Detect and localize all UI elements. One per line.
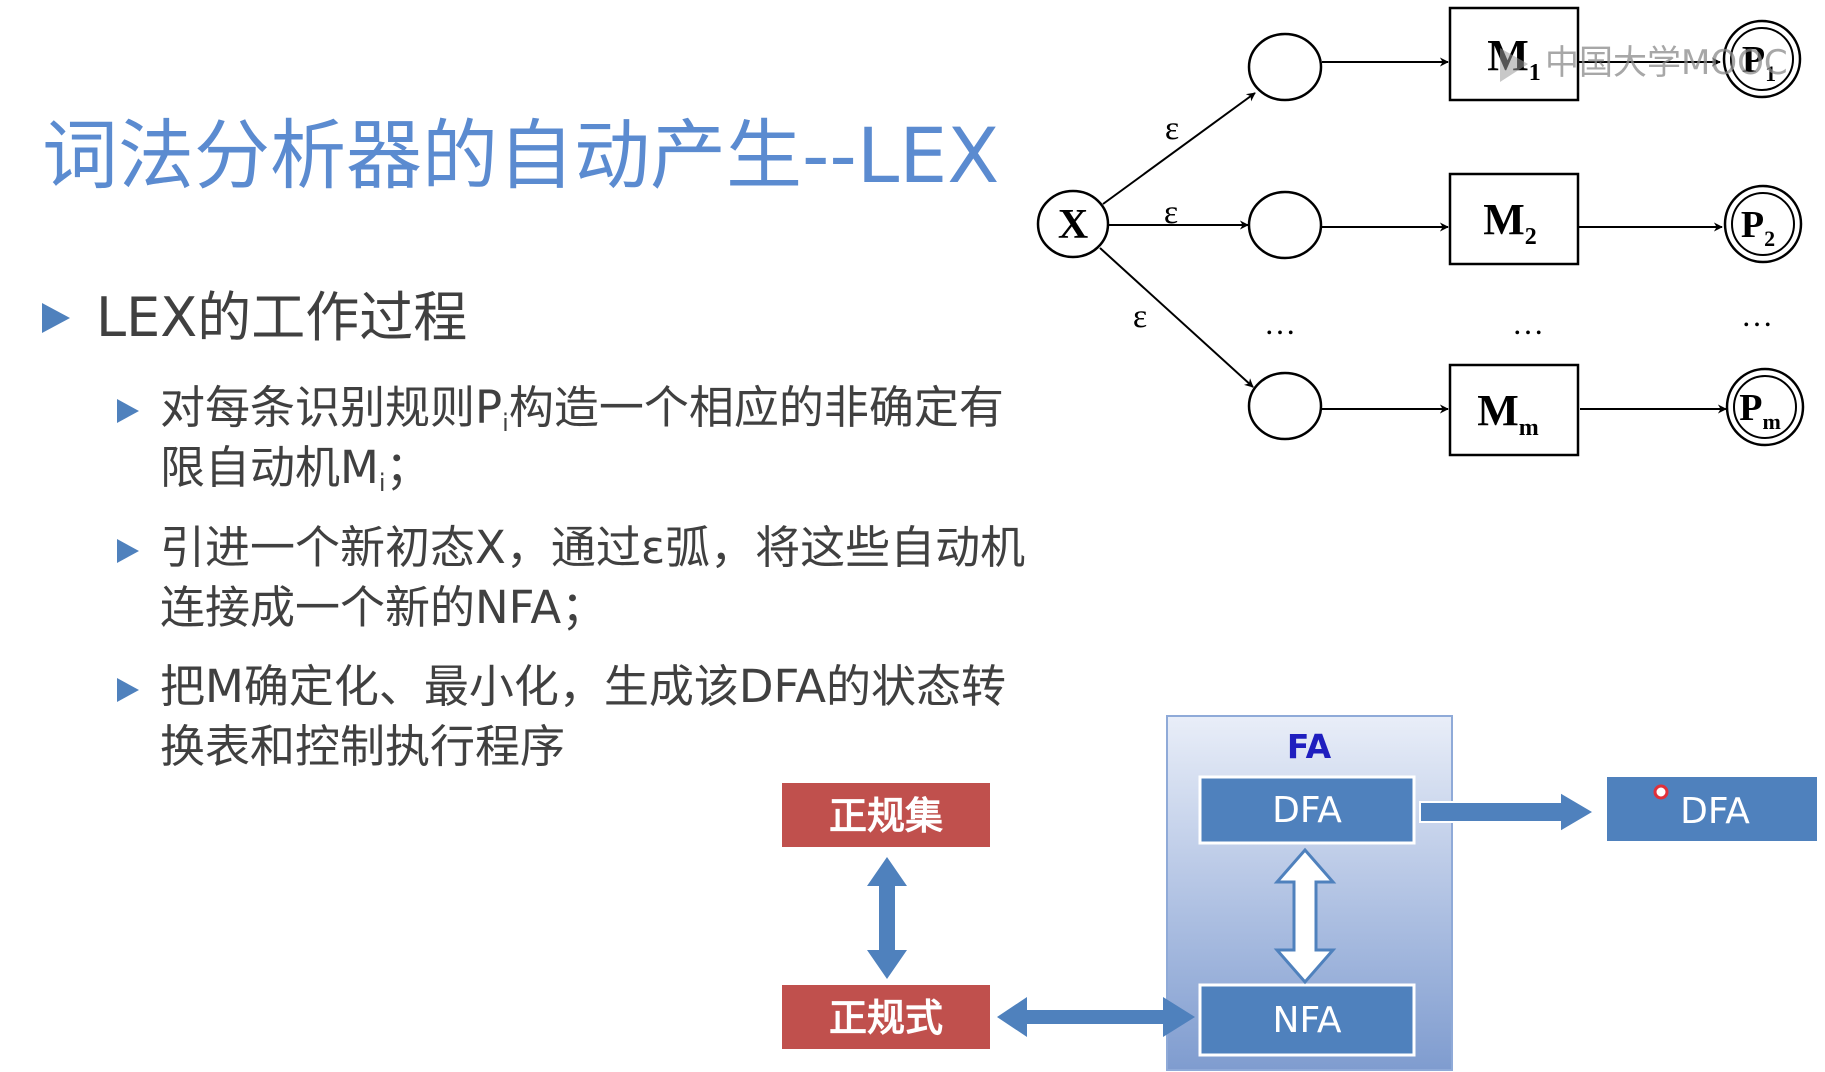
entry-state-m <box>1247 371 1323 441</box>
sub-bullet-2: 引进一个新初态X，通过ε弧，将这些自动机 连接成一个新的NFA； <box>160 518 1090 638</box>
regular-set-box <box>782 783 990 847</box>
sub-bullet-1-text: 限自动机M <box>160 441 379 494</box>
play-icon <box>1500 48 1528 82</box>
sub-bullet-2-line1: 引进一个新初态X，通过ε弧，将这些自动机 <box>160 521 1026 574</box>
dfa-label: DFA <box>1272 790 1342 831</box>
entry-state-2 <box>1247 190 1323 260</box>
dfa-box <box>1198 775 1416 845</box>
set-expr-double-arrow <box>867 857 907 979</box>
regular-expr-box <box>782 985 990 1049</box>
regular-expr-label: 正规式 <box>829 996 943 1040</box>
machine-m2-label: M2 <box>1483 195 1537 250</box>
sub-bullet-marker-icon <box>117 399 139 423</box>
sub-bullet-1-text: ； <box>385 441 431 494</box>
nfa-box <box>1198 983 1416 1057</box>
ellipsis: … <box>1741 297 1773 333</box>
min-dfa-label: DFA <box>1680 791 1750 832</box>
accept-state-p2-inner <box>1731 192 1795 256</box>
nfa-construction-diagram: X ε ε ε M1 P1 M2 P2 <box>1036 6 1805 457</box>
min-dfa-box <box>1607 777 1817 841</box>
ellipsis: … <box>1512 305 1544 341</box>
epsilon-label: ε <box>1165 110 1179 147</box>
accept-state-pm-label: Pm <box>1739 387 1781 434</box>
epsilon-label: ε <box>1133 298 1147 335</box>
slide-title: 词法分析器的自动产生--LEX <box>42 111 1000 200</box>
dfa-to-min-dfa-arrow <box>1419 790 1596 834</box>
epsilon-edge-m <box>1099 247 1254 388</box>
accept-state-p2-label: P2 <box>1741 204 1775 251</box>
bullet-level1-text: LEX的工作过程 <box>96 286 468 349</box>
dfa-nfa-double-arrow <box>1273 847 1337 985</box>
start-state-label: X <box>1058 202 1088 248</box>
sub-bullet-3-line2: 换表和控制执行程序 <box>160 720 566 773</box>
epsilon-edge-1 <box>1102 92 1256 205</box>
subscript-i: i <box>378 469 386 497</box>
epsilon-label: ε <box>1164 194 1178 231</box>
machine-mm <box>1448 363 1580 457</box>
accept-state-pm <box>1725 367 1805 447</box>
machine-m2 <box>1448 172 1580 266</box>
accept-state-pm-inner <box>1733 375 1797 439</box>
bullet-marker-icon <box>42 303 70 333</box>
sub-bullet-1-text: 对每条识别规则P <box>160 381 503 434</box>
entry-state-1 <box>1247 32 1323 102</box>
sub-bullet-3-line1: 把M确定化、最小化，生成该DFA的状态转 <box>160 660 1007 713</box>
machine-m1 <box>1448 6 1580 102</box>
ellipsis: … <box>1264 305 1296 341</box>
sub-bullet-3: 把M确定化、最小化，生成该DFA的状态转 换表和控制执行程序 <box>160 657 1090 777</box>
watermark: 中国大学MOOC <box>1500 43 1788 83</box>
fa-label: FA <box>1287 727 1332 766</box>
sub-bullet-1: 对每条识别规则Pi构造一个相应的非确定有 限自动机Mi； <box>160 378 1090 498</box>
accept-state-p1-label: P1 <box>1742 39 1776 86</box>
accept-state-p1-inner <box>1730 27 1794 91</box>
accept-state-p2 <box>1723 184 1803 264</box>
pointer-dot-icon <box>1653 784 1669 800</box>
fa-flow-diagram: FA DFA NFA DFA 正规集 正规式 <box>782 715 1817 1071</box>
accept-state-p1 <box>1722 19 1802 99</box>
expr-nfa-double-arrow <box>997 997 1195 1037</box>
sub-bullet-marker-icon <box>117 678 139 702</box>
watermark-text: 中国大学MOOC <box>1545 43 1788 83</box>
sub-bullet-marker-icon <box>117 539 139 563</box>
subscript-i: i <box>502 409 509 437</box>
machine-mm-label: Mm <box>1477 386 1539 441</box>
regular-set-label: 正规集 <box>829 794 943 838</box>
nfa-label: NFA <box>1273 1000 1342 1041</box>
sub-bullet-2-line2: 连接成一个新的NFA； <box>160 581 607 634</box>
sub-bullet-1-text: 构造一个相应的非确定有 <box>508 381 1004 434</box>
